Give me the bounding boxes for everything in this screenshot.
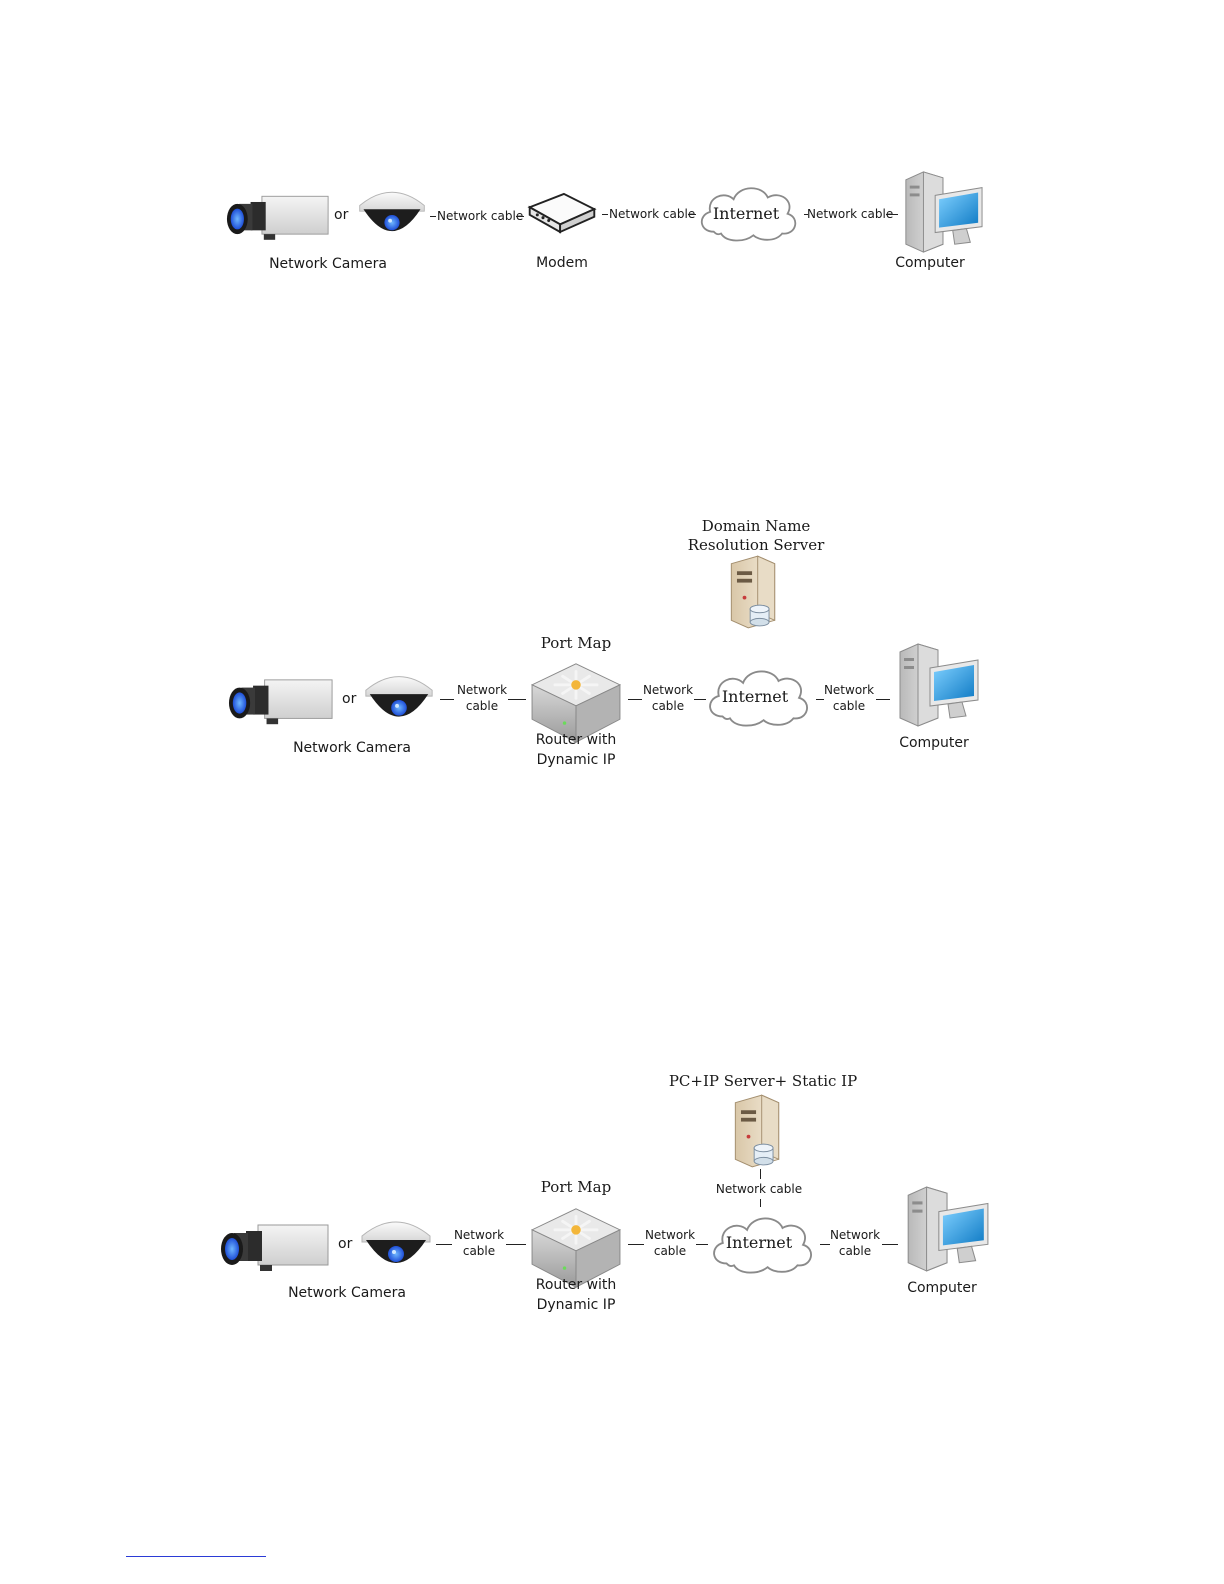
router-caption-line1: Router with [535,732,617,748]
or-label: or [342,691,357,707]
cable-line [882,1244,898,1245]
router-caption-line2: Dynamic IP [536,752,616,768]
server-title-line1: Domain Name [701,517,811,535]
cable-line [436,1244,452,1245]
box-camera-icon [228,674,334,732]
or-label: or [334,207,349,223]
cable-line [430,216,436,217]
port-map-label: Port Map [540,1178,612,1196]
modem-icon [524,188,600,236]
diagram-ip-server: PC+IP Server+ Static IP Network cable Po… [0,1065,1224,1335]
server-cable-line [760,1199,761,1207]
cable-line [816,699,824,700]
internet-label: Internet [712,204,780,223]
box-camera-icon [220,1219,330,1279]
computer-caption: Computer [899,735,969,751]
cable-line [506,1244,526,1245]
cable-line [688,214,696,215]
router-caption-line1: Router with [535,1277,617,1293]
diagram-dns-server: Domain Name Resolution Server Port Map o… [0,510,1224,790]
cable-label: Network cable [437,209,524,223]
port-map-label: Port Map [540,634,612,652]
cable-line [804,214,808,215]
cable-line [694,699,706,700]
diagram-modem-connection: or Network cable Network cable Internet … [0,160,1224,290]
internet-label: Internet [725,1233,793,1252]
ip-server-icon [724,1093,790,1169]
cable-line [876,699,890,700]
cable-label: Network cable [609,207,696,221]
camera-caption: Network Camera [288,1285,406,1301]
cable-line [886,214,898,215]
cable-line [820,1244,830,1245]
or-label: or [338,1236,353,1252]
cable-label: Network cable [807,207,894,221]
server-title: PC+IP Server+ Static IP [668,1072,858,1090]
cable-line [508,699,526,700]
computer-icon [892,642,982,728]
computer-icon [900,1185,992,1273]
computer-icon [898,170,986,254]
dome-camera-icon [360,668,438,732]
computer-caption: Computer [895,255,965,271]
cable-line [696,1244,708,1245]
server-cable-label: Network cable [715,1182,803,1196]
router-caption-line2: Dynamic IP [536,1297,616,1313]
server-title-line2: Resolution Server [687,536,825,554]
internet-label: Internet [721,687,789,706]
cable-line [628,699,642,700]
camera-caption: Network Camera [269,256,387,272]
footnote-separator [126,1556,266,1557]
dome-camera-icon [356,1213,436,1279]
cable-line [440,699,454,700]
cable-line [516,216,524,217]
cable-line [602,214,608,215]
cable-line [628,1244,644,1245]
camera-caption: Network Camera [293,740,411,756]
server-cable-line [760,1169,761,1179]
box-camera-icon [226,190,330,248]
computer-caption: Computer [907,1280,977,1296]
dome-camera-icon [354,184,430,246]
dns-server-icon [720,554,786,630]
modem-caption: Modem [536,255,588,271]
